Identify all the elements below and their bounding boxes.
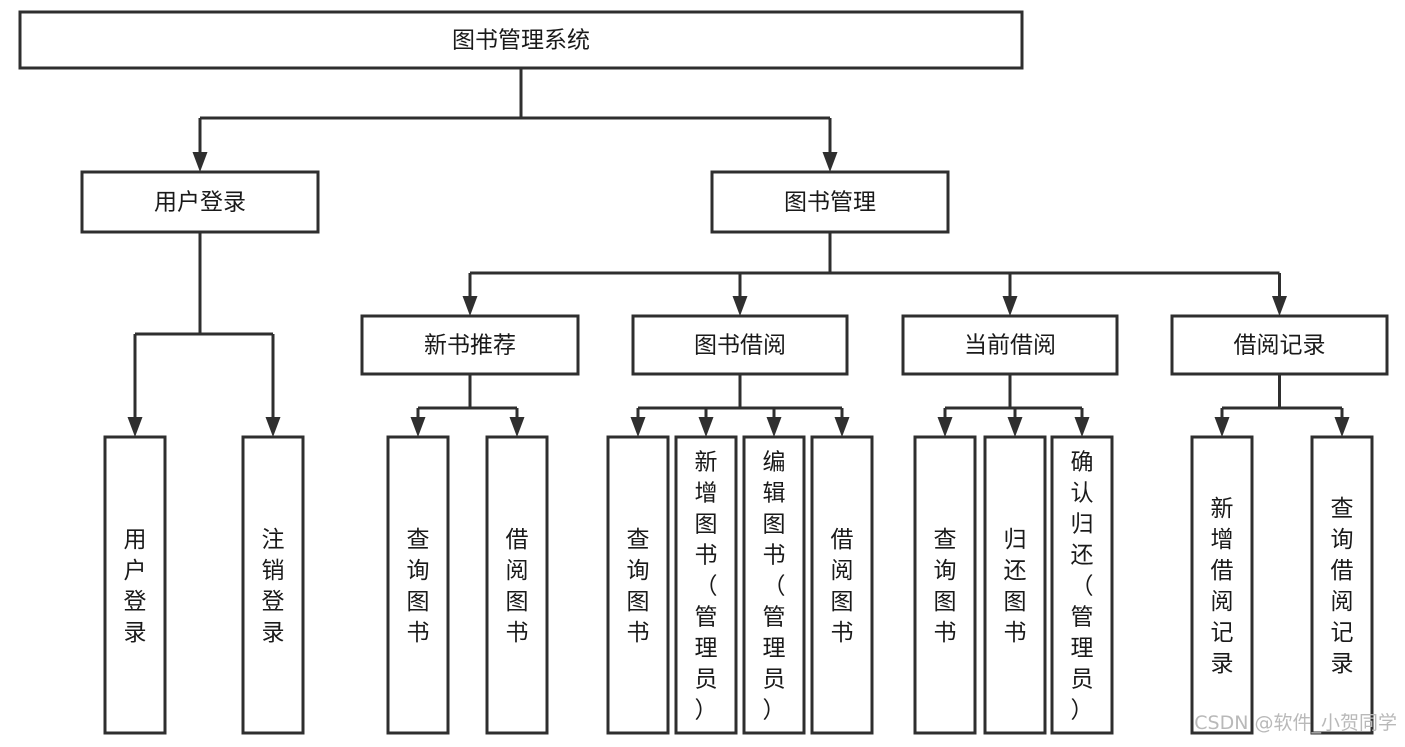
arrow-head-icon (834, 417, 850, 437)
node-box (1310, 435, 1374, 735)
node-label: 借阅图书 (506, 527, 529, 646)
node-label: 确认归还（管理员） (1071, 450, 1094, 724)
node-l_edit_book[interactable]: 编辑图书（管理员） (742, 435, 806, 735)
node-box (710, 170, 950, 234)
node-box (606, 435, 670, 735)
connector-current_borrow (937, 374, 1090, 437)
node-box (241, 435, 305, 735)
node-new_book_rec[interactable]: 新书推荐 (360, 314, 580, 376)
node-box (1190, 435, 1254, 735)
arrow-head-icon (1272, 296, 1287, 316)
connector-new_book_rec (410, 374, 525, 437)
csdn-watermark: CSDN @软件_小贺同学 (1194, 712, 1397, 734)
node-current_borrow[interactable]: 当前借阅 (901, 314, 1119, 376)
node-label: 图书管理 (784, 190, 876, 216)
node-label: 用户登录 (154, 190, 246, 216)
arrow-head-icon (630, 417, 646, 437)
node-box (742, 435, 806, 735)
node-label: 借阅图书 (831, 527, 854, 646)
node-box (18, 10, 1024, 70)
node-label: 查询图书 (934, 527, 957, 646)
node-box (983, 435, 1047, 735)
node-l_borrow_book_2[interactable]: 借阅图书 (810, 435, 874, 735)
node-box (674, 435, 738, 735)
node-box (485, 435, 549, 735)
arrow-head-icon (1007, 417, 1023, 437)
node-l_query_record[interactable]: 查询借阅记录 (1310, 435, 1374, 735)
node-box (913, 435, 977, 735)
arrow-head-icon (1214, 417, 1230, 437)
node-box (901, 314, 1119, 376)
node-layer: 图书管理系统用户登录图书管理新书推荐图书借阅当前借阅借阅记录用户登录注销登录查询… (18, 10, 1389, 735)
connector-book_manage (462, 232, 1287, 316)
connector-layer (127, 68, 1350, 437)
node-root[interactable]: 图书管理系统 (18, 10, 1024, 70)
node-label: 查询图书 (407, 527, 430, 646)
node-l_query_book_3[interactable]: 查询图书 (913, 435, 977, 735)
arrow-head-icon (127, 417, 143, 437)
connector-book_borrow (630, 374, 850, 437)
arrow-head-icon (265, 417, 281, 437)
node-book_borrow[interactable]: 图书借阅 (631, 314, 849, 376)
node-user_login[interactable]: 用户登录 (80, 170, 320, 234)
connector-user_login (127, 232, 281, 437)
arrow-head-icon (822, 152, 838, 172)
arrow-head-icon (509, 417, 525, 437)
node-box (360, 314, 580, 376)
node-l_confirm_return[interactable]: 确认归还（管理员） (1050, 435, 1114, 735)
node-label: 归还图书 (1004, 527, 1027, 646)
node-l_user_login[interactable]: 用户登录 (103, 435, 167, 735)
arrow-head-icon (698, 417, 714, 437)
connector-root (192, 68, 838, 172)
node-label: 新书推荐 (424, 333, 516, 359)
node-label: 注销登录 (262, 527, 285, 646)
node-book_manage[interactable]: 图书管理 (710, 170, 950, 234)
connector-borrow_record (1214, 374, 1350, 437)
node-label: 图书借阅 (694, 333, 786, 359)
node-label: 图书管理系统 (452, 28, 590, 54)
node-box (386, 435, 450, 735)
node-label: 新增借阅记录 (1211, 496, 1234, 677)
arrow-head-icon (766, 417, 782, 437)
node-box (80, 170, 320, 234)
node-label: 编辑图书（管理员） (763, 450, 786, 724)
arrow-head-icon (410, 417, 426, 437)
node-l_borrow_book_1[interactable]: 借阅图书 (485, 435, 549, 735)
arrow-head-icon (192, 152, 208, 172)
node-box (810, 435, 874, 735)
node-box (1170, 314, 1389, 376)
node-borrow_record[interactable]: 借阅记录 (1170, 314, 1389, 376)
arrow-head-icon (1334, 417, 1350, 437)
node-box (631, 314, 849, 376)
node-l_add_record[interactable]: 新增借阅记录 (1190, 435, 1254, 735)
node-l_user_logout[interactable]: 注销登录 (241, 435, 305, 735)
node-box (103, 435, 167, 735)
node-l_add_book[interactable]: 新增图书（管理员） (674, 435, 738, 735)
arrow-head-icon (732, 296, 748, 316)
node-label: 新增图书（管理员） (695, 450, 718, 724)
node-label: 当前借阅 (964, 333, 1056, 359)
arrow-head-icon (1002, 296, 1018, 316)
node-l_return_book[interactable]: 归还图书 (983, 435, 1047, 735)
arrow-head-icon (1074, 417, 1090, 437)
node-label: 借阅记录 (1234, 333, 1326, 359)
node-label: 查询借阅记录 (1331, 496, 1354, 677)
node-box (1050, 435, 1114, 735)
node-label: 用户登录 (124, 527, 147, 646)
node-l_query_book_1[interactable]: 查询图书 (386, 435, 450, 735)
node-label: 查询图书 (627, 527, 650, 646)
arrow-head-icon (462, 296, 478, 316)
node-l_query_book_2[interactable]: 查询图书 (606, 435, 670, 735)
arrow-head-icon (937, 417, 953, 437)
